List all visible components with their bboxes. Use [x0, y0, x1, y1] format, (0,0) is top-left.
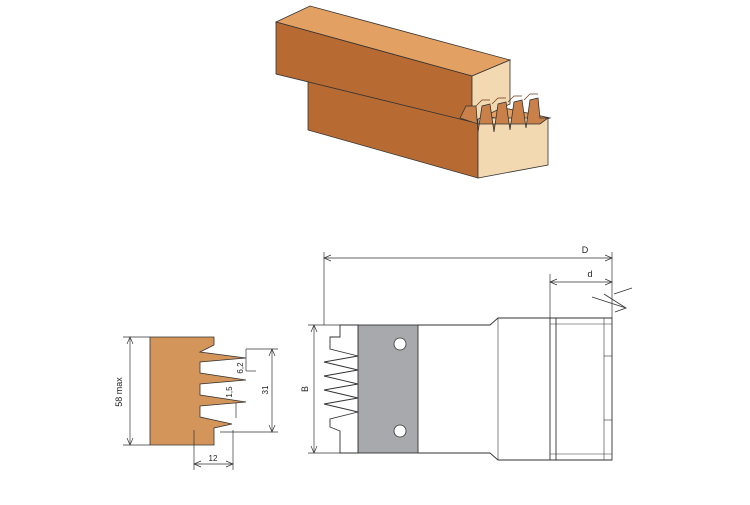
dim-height-b: B [300, 386, 310, 392]
dim-tooth-gap: 1,5 [225, 386, 234, 398]
dim-max-height: 58 max [114, 377, 124, 407]
workpiece-section [149, 336, 247, 446]
finger-teeth-edges [475, 93, 538, 107]
blade-plate [357, 324, 419, 454]
dim-depth: 12 [209, 454, 218, 463]
lower-piece-end [477, 117, 549, 179]
mounting-hole-bottom [393, 424, 407, 438]
dim-profile-height: 31 [261, 385, 270, 394]
dim-outer-d: D [582, 245, 589, 255]
cutter-teeth [323, 324, 359, 454]
cutter-body [418, 317, 613, 461]
rotation-arrow-icon [591, 287, 633, 313]
cutter-head: B D d [300, 245, 633, 461]
workpiece-profile: 58 max 6,2 1,5 31 12 [114, 336, 278, 470]
mounting-hole-top [393, 337, 407, 351]
dim-pitch: 6,2 [236, 362, 245, 374]
finger-teeth [459, 97, 550, 133]
finger-joint-illustration [274, 5, 552, 179]
dim-bore-d: d [587, 269, 592, 279]
